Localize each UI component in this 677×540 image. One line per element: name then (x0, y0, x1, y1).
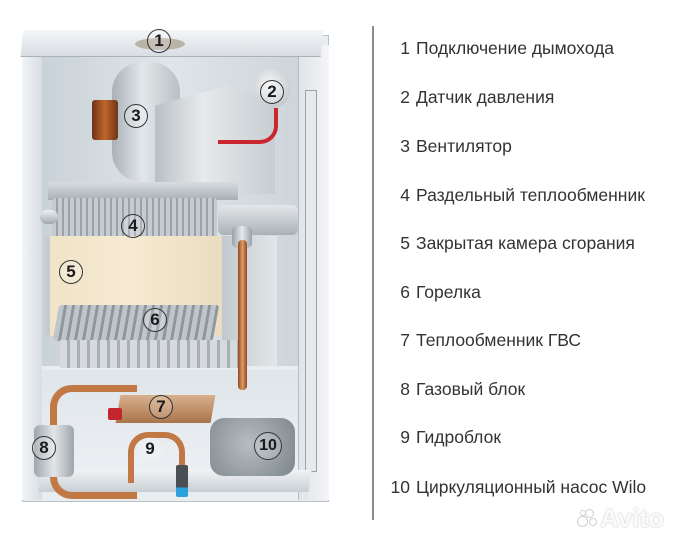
red-cap (108, 408, 122, 420)
divider-line (372, 26, 374, 520)
callout-5: 5 (59, 260, 83, 284)
legend-number: 2 (400, 87, 410, 107)
legend-label: Закрытая камера сгорания (416, 233, 635, 253)
legend-number: 3 (400, 136, 410, 156)
drain-valve (176, 465, 188, 497)
legend-number: 9 (400, 427, 410, 447)
callout-8: 8 (32, 436, 56, 460)
callout-2: 2 (260, 80, 284, 104)
burner (52, 305, 220, 341)
legend-label: Гидроблок (416, 427, 501, 447)
boiler-illustration: 1 2 3 4 5 6 7 8 9 10 (20, 29, 329, 502)
avito-watermark: Avito (578, 503, 664, 534)
callout-3: 3 (124, 104, 148, 128)
side-rail (305, 90, 317, 472)
callout-7: 7 (149, 395, 173, 419)
legend-label: Газовый блок (416, 379, 526, 399)
legend-number: 8 (400, 379, 410, 399)
legend-label: Циркуляционный насос Wilo (416, 477, 647, 497)
callout-4: 4 (121, 214, 145, 238)
legend-label: Датчик давления (416, 87, 555, 107)
callout-9: 9 (138, 437, 162, 461)
legend-label: Раздельный теплообменник (416, 185, 645, 205)
legend-item: 2 Датчик давления (390, 86, 554, 108)
legend-number: 4 (400, 185, 410, 205)
burner-manifold (60, 340, 240, 368)
callout-6: 6 (143, 308, 167, 332)
legend-label: Горелка (416, 282, 481, 302)
heat-exchanger-cover (48, 182, 238, 200)
legend-item: 1 Подключение дымохода (390, 37, 614, 59)
legend-label: Вентилятор (416, 136, 512, 156)
circulation-pump (210, 418, 295, 476)
legend-item: 7 Теплообменник ГВС (390, 329, 581, 351)
fan-motor-coil (92, 100, 118, 140)
heat-exchanger-pipe-left (40, 210, 58, 224)
legend-number: 1 (400, 38, 410, 58)
legend-number: 5 (400, 233, 410, 253)
legend-number: 7 (400, 330, 410, 350)
legend-label: Теплообменник ГВС (416, 330, 582, 350)
callout-1: 1 (147, 29, 171, 53)
watermark-text: Avito (600, 503, 665, 533)
legend-item: 9 Гидроблок (390, 426, 501, 448)
legend-number: 10 (390, 477, 410, 497)
copper-pipe-u (128, 432, 185, 483)
callout-10: 10 (254, 432, 282, 460)
pipe-elbow (232, 226, 252, 248)
avito-logo-icon (578, 509, 598, 529)
legend-label: Подключение дымохода (416, 38, 615, 58)
legend-item: 10 Циркуляционный насос Wilo (386, 476, 647, 498)
heat-exchanger-pipe-right (218, 205, 298, 235)
legend-number: 6 (400, 282, 410, 302)
casing-left-wall (22, 35, 42, 500)
legend-item: 5 Закрытая камера сгорания (390, 232, 635, 254)
legend-item: 6 Горелка (390, 281, 481, 303)
legend-item: 3 Вентилятор (390, 135, 512, 157)
legend-item: 8 Газовый блок (390, 378, 525, 400)
legend-item: 4 Раздельный теплообменник (390, 184, 645, 206)
sensor-tube (218, 108, 278, 144)
copper-pipe-vertical (238, 240, 247, 390)
